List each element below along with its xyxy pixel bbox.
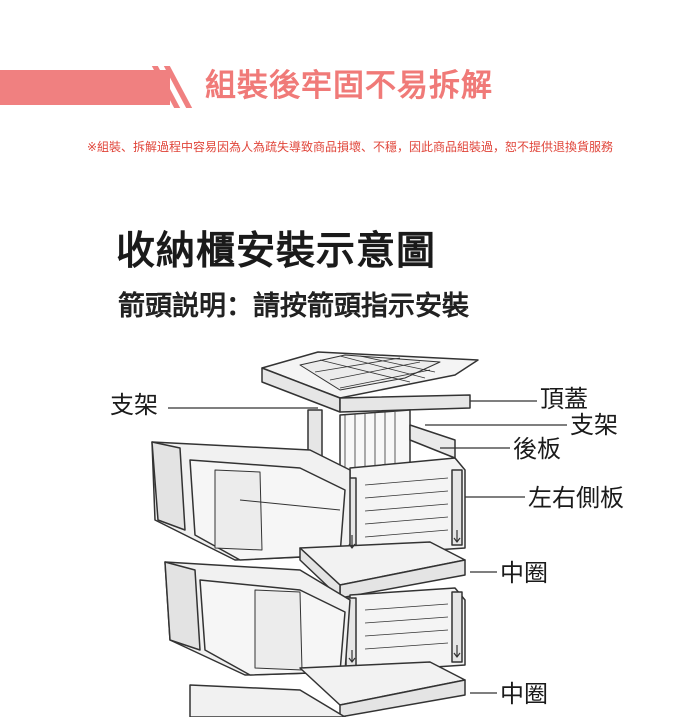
label-back-panel: 後板 xyxy=(513,435,561,463)
assembly-arrows xyxy=(348,530,461,663)
return-policy-notice: ※組裝、拆解過程中容易因為人為疏失導致商品損壞、不穩，因此商品組裝過，恕不提供退… xyxy=(86,140,614,154)
label-bracket-left: 支架 xyxy=(110,391,158,419)
diagram-subtitle: 箭頭説明：請按箭頭指示安裝 xyxy=(118,291,469,322)
label-middle-ring-2: 中圈 xyxy=(500,680,548,708)
drawer-3-drawing xyxy=(189,684,346,717)
header-banner-bar xyxy=(0,70,170,105)
label-middle-ring-1: 中圈 xyxy=(500,559,548,587)
section-title: 組裝後牢固不易拆解 xyxy=(205,68,493,104)
drawer-2-drawing xyxy=(164,561,351,676)
side-panel-2-drawing xyxy=(345,587,466,673)
middle-ring-2-drawing xyxy=(299,661,466,717)
label-top-cover: 頂蓋 xyxy=(540,385,588,413)
label-side-panels: 左右側板 xyxy=(528,484,624,512)
side-panel-drawing xyxy=(345,424,466,556)
diagram-title: 收納櫃安裝示意圖 xyxy=(116,228,437,274)
label-bracket-right: 支架 xyxy=(570,411,618,439)
drawer-1-drawing xyxy=(151,441,351,561)
leader-lines xyxy=(168,400,567,694)
top-cover-drawing xyxy=(261,351,479,413)
